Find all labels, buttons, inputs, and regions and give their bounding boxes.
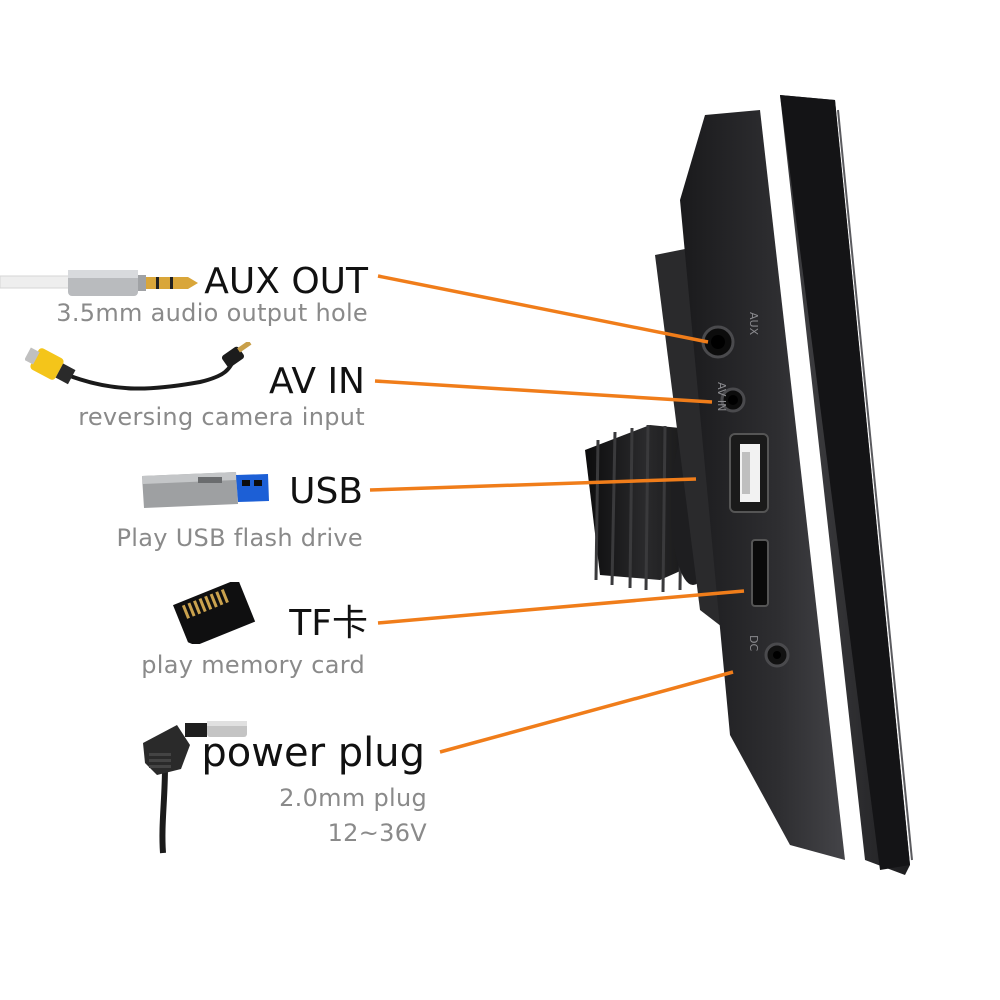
aux-cable-icon bbox=[0, 270, 198, 296]
tf-title: TF卡 bbox=[289, 603, 368, 644]
dc-jack bbox=[764, 642, 790, 668]
power-plug-subtitle-2: 12~36V bbox=[327, 819, 427, 847]
aux-jack bbox=[701, 325, 735, 359]
power-plug-subtitle-1: 2.0mm plug bbox=[279, 784, 427, 812]
power-plug-icon bbox=[143, 721, 247, 854]
usb-title: USB bbox=[289, 471, 363, 512]
memory-card-icon bbox=[173, 582, 256, 644]
aux-out-title: AUX OUT bbox=[204, 261, 368, 302]
aux-marking: AUX bbox=[747, 312, 760, 336]
power-plug-title: power plug bbox=[201, 730, 425, 776]
usb-port bbox=[729, 433, 769, 513]
av-in-jack bbox=[720, 387, 746, 413]
av-cable-icon bbox=[25, 342, 252, 391]
aux-out-subtitle: 3.5mm audio output hole bbox=[56, 299, 368, 327]
usb-subtitle: Play USB flash drive bbox=[116, 524, 363, 552]
av-in-title: AV IN bbox=[269, 361, 365, 402]
dc-marking: DC bbox=[747, 635, 760, 651]
tf-slot bbox=[751, 539, 769, 607]
av-in-subtitle: reversing camera input bbox=[78, 403, 365, 431]
av-in-marking: AV IN bbox=[715, 382, 728, 411]
usb-drive-icon bbox=[142, 472, 269, 508]
tf-subtitle: play memory card bbox=[141, 651, 365, 679]
